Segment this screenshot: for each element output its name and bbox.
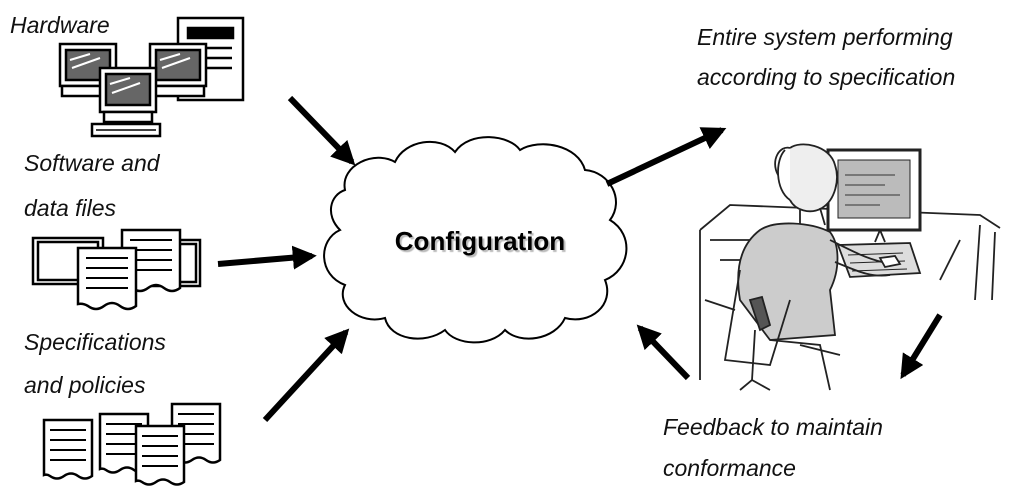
configuration-label: Configuration: [394, 226, 566, 256]
feedback-label-line1: Feedback to maintain: [663, 414, 883, 440]
software-label-line2: data files: [24, 195, 117, 221]
arrow-software-to-config: [217, 245, 317, 270]
arrow-config-to-system: [605, 127, 727, 187]
output-label-line2: according to specification: [697, 64, 956, 90]
arrow-hardware-to-config: [287, 95, 356, 166]
specifications-label-line1: Specifications: [24, 329, 166, 355]
configuration-cloud: [323, 136, 628, 344]
stacked-documents-icon: [31, 228, 202, 311]
software-label-line1: Software and: [24, 150, 160, 176]
output-label-line1: Entire system performing: [697, 24, 953, 50]
hardware-label: Hardware: [10, 12, 110, 38]
arrow-specs-to-config: [262, 328, 350, 423]
specifications-label-line2: and policies: [24, 372, 146, 398]
arrow-system-to-feedback: [900, 313, 943, 380]
feedback-label-line2: conformance: [663, 455, 796, 481]
computer-terminals-icon: [58, 16, 245, 138]
policy-documents-icon: [42, 402, 222, 486]
arrow-feedback-to-config: [636, 324, 691, 381]
person-at-computer-sketch: [699, 143, 1001, 391]
